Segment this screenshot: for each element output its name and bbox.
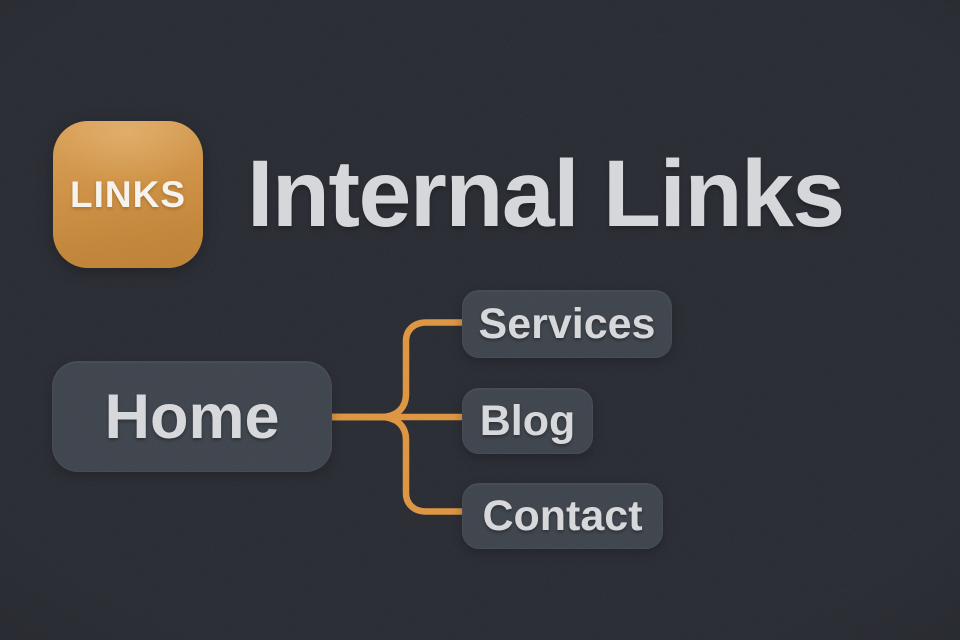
connector-home-contact	[328, 413, 465, 515]
node-contact: Contact	[462, 483, 663, 549]
node-services-label: Services	[478, 299, 656, 348]
node-blog: Blog	[462, 388, 593, 454]
node-contact-label: Contact	[482, 491, 643, 540]
node-home: Home	[52, 361, 332, 472]
node-home-label: Home	[104, 381, 280, 452]
connector-home-services	[328, 319, 465, 421]
links-badge-icon: LINKS	[53, 121, 203, 268]
page-title: Internal Links	[247, 141, 845, 247]
node-blog-label: Blog	[479, 396, 576, 445]
node-services: Services	[462, 290, 672, 358]
links-badge-label: LINKS	[70, 173, 186, 215]
